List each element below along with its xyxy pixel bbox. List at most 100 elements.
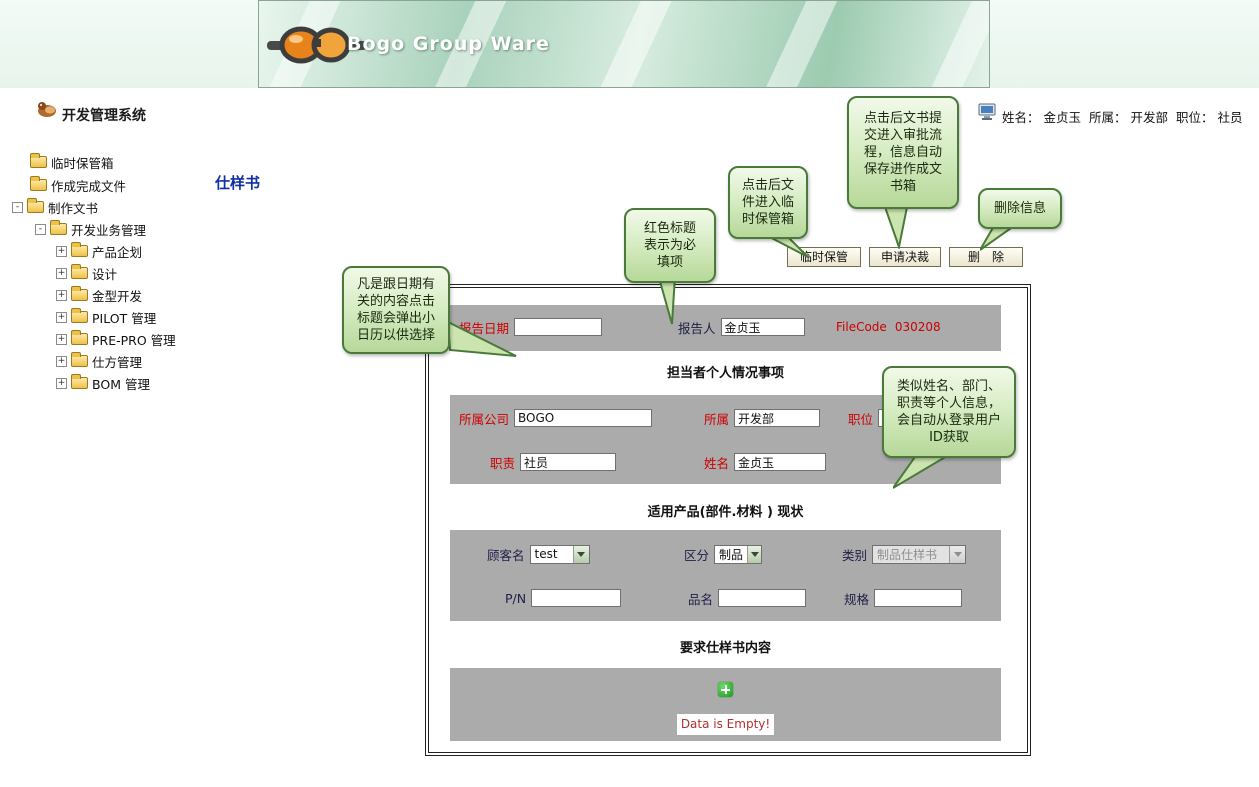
duty-input[interactable] bbox=[520, 453, 617, 471]
banner-title: Bogo Group Ware bbox=[347, 33, 550, 55]
division-select[interactable]: 制品 bbox=[714, 544, 763, 564]
dept-label: 所属 bbox=[704, 411, 730, 427]
tree-expand-icon[interactable]: + bbox=[56, 355, 67, 367]
sidebar-item-shifang[interactable]: + 仕方管理 bbox=[56, 352, 142, 370]
product-name-input[interactable] bbox=[718, 589, 807, 607]
folder-icon bbox=[71, 264, 88, 279]
page-title: 仕样书 bbox=[215, 174, 261, 192]
sidebar-item-mold-dev[interactable]: + 金型开发 bbox=[56, 286, 142, 304]
product-name-label: 品名 bbox=[688, 591, 714, 607]
save-temp-button[interactable]: 临时保管 bbox=[787, 247, 861, 267]
customer-label: 顾客名 bbox=[487, 547, 525, 563]
tree-expand-icon[interactable]: + bbox=[56, 333, 67, 345]
tree-expand-icon[interactable]: + bbox=[56, 377, 67, 389]
chevron-down-icon bbox=[949, 545, 966, 563]
spec-form-inner: 报告日期 报告人 FileCode 030208 担当者个人情况事项 所属公司 bbox=[428, 287, 1028, 753]
section-content-title: 要求仕样书内容 bbox=[679, 641, 771, 656]
folder-icon bbox=[50, 220, 67, 235]
type-select: 制品仕样书 bbox=[872, 544, 967, 564]
company-label: 所属公司 bbox=[459, 411, 510, 427]
sidebar-item-dev-business[interactable]: - 开发业务管理 bbox=[35, 220, 146, 238]
filecode-value: 030208 bbox=[894, 320, 941, 334]
customer-select-value: test bbox=[534, 547, 558, 561]
callout-tail bbox=[893, 454, 949, 489]
name-input[interactable] bbox=[734, 453, 827, 471]
folder-icon bbox=[71, 330, 88, 345]
customer-select[interactable]: test bbox=[529, 544, 590, 564]
add-row-icon[interactable] bbox=[718, 682, 733, 697]
sidebar-item-label: 开发业务管理 bbox=[71, 222, 147, 238]
submit-approval-button[interactable]: 申请决裁 bbox=[869, 247, 941, 267]
empty-data-label: Data is Empty! bbox=[677, 714, 774, 735]
callout-required-hint: 红色标题表示为必填项 bbox=[624, 208, 716, 283]
folder-icon bbox=[71, 286, 88, 301]
user-dept-label: 所属： bbox=[1089, 110, 1127, 125]
callout-temp-hint: 点击后文件进入临时保管箱 bbox=[728, 166, 808, 239]
sidebar-item-create-docs[interactable]: - 制作文书 bbox=[12, 198, 98, 216]
system-logo-icon bbox=[38, 102, 56, 117]
sidebar-item-label: 临时保管箱 bbox=[51, 155, 114, 171]
reporter-input[interactable] bbox=[720, 318, 805, 336]
spec-input[interactable] bbox=[874, 589, 963, 607]
sidebar-item-label: 金型开发 bbox=[92, 288, 143, 304]
chevron-down-icon bbox=[572, 545, 589, 563]
tree-expand-icon[interactable]: + bbox=[56, 311, 67, 323]
band-content: Data is Empty! bbox=[450, 668, 1001, 741]
folder-icon bbox=[71, 374, 88, 389]
pn-label: P/N bbox=[505, 590, 527, 606]
delete-button[interactable]: 删 除 bbox=[949, 247, 1023, 267]
user-name-value: 金贞玉 bbox=[1043, 110, 1082, 125]
sidebar-item-completed-files[interactable]: 作成完成文件 bbox=[30, 176, 126, 194]
folder-icon bbox=[30, 153, 47, 168]
band-product: 顾客名 test 区分 制品 类别 制品仕样书 bbox=[450, 530, 1001, 621]
callout-date-hint: 凡是跟日期有关的内容点击标题会弹出小日历以供选择 bbox=[342, 266, 450, 354]
sidebar-item-product-planning[interactable]: + 产品企划 bbox=[56, 242, 142, 260]
band-report: 报告日期 报告人 FileCode 030208 bbox=[450, 305, 1001, 351]
user-position-value: 社员 bbox=[1217, 110, 1243, 125]
sidebar-item-label: 产品企划 bbox=[92, 244, 143, 260]
folder-icon bbox=[71, 242, 88, 257]
section-person-title: 担当者个人情况事项 bbox=[666, 366, 784, 381]
callout-tail bbox=[762, 233, 809, 258]
folder-icon bbox=[71, 308, 88, 323]
sidebar-item-bom[interactable]: + BOM 管理 bbox=[56, 374, 150, 392]
sidebar-item-temp-storage[interactable]: 临时保管箱 bbox=[30, 153, 114, 171]
sidebar-item-pilot[interactable]: + PILOT 管理 bbox=[56, 308, 156, 326]
sidebar-item-label: BOM 管理 bbox=[92, 376, 150, 392]
division-select-value: 制品 bbox=[719, 547, 744, 562]
tree-expand-icon[interactable]: + bbox=[56, 245, 67, 257]
sidebar-item-pre-pro[interactable]: + PRE-PRO 管理 bbox=[56, 330, 176, 348]
sidebar-item-label: 制作文书 bbox=[48, 200, 99, 216]
position-label: 职位 bbox=[848, 411, 874, 427]
name-label: 姓名 bbox=[704, 455, 730, 471]
sidebar-item-label: PRE-PRO 管理 bbox=[92, 332, 176, 348]
sidebar-item-label: PILOT 管理 bbox=[92, 310, 157, 326]
folder-icon bbox=[27, 198, 44, 213]
company-input[interactable] bbox=[514, 409, 653, 427]
banner: Bogo Group Ware bbox=[258, 0, 990, 88]
callout-delete-hint: 删除信息 bbox=[978, 188, 1062, 229]
chevron-down-icon bbox=[747, 545, 762, 563]
tree-collapse-icon[interactable]: - bbox=[12, 201, 23, 213]
folder-icon bbox=[30, 176, 47, 191]
pn-input[interactable] bbox=[531, 589, 622, 607]
callout-tail bbox=[980, 226, 1016, 251]
tree-expand-icon[interactable]: + bbox=[56, 267, 67, 279]
sidebar-item-label: 设计 bbox=[92, 266, 118, 282]
dept-input[interactable] bbox=[734, 409, 821, 427]
sidebar-item-design[interactable]: + 设计 bbox=[56, 264, 117, 282]
callout-tail bbox=[885, 207, 909, 249]
report-date-input[interactable] bbox=[514, 318, 603, 336]
tree-collapse-icon[interactable]: - bbox=[35, 223, 46, 235]
callout-submit-hint: 点击后文书提交进入审批流程，信息自动保存进作成文书箱 bbox=[847, 96, 959, 209]
filecode-label: FileCode bbox=[836, 320, 887, 334]
division-label: 区分 bbox=[684, 547, 710, 563]
type-select-value: 制品仕样书 bbox=[877, 547, 938, 562]
report-date-label[interactable]: 报告日期 bbox=[459, 320, 510, 336]
tree-expand-icon[interactable]: + bbox=[56, 289, 67, 301]
user-info: 姓名：金贞玉 所属：开发部 职位：社员 bbox=[1002, 107, 1247, 126]
callout-autofill-hint: 类似姓名、部门、职责等个人信息，会自动从登录用户ID获取 bbox=[882, 366, 1016, 458]
sidebar-item-label: 作成完成文件 bbox=[51, 178, 127, 194]
sidebar-item-label: 仕方管理 bbox=[92, 354, 143, 370]
